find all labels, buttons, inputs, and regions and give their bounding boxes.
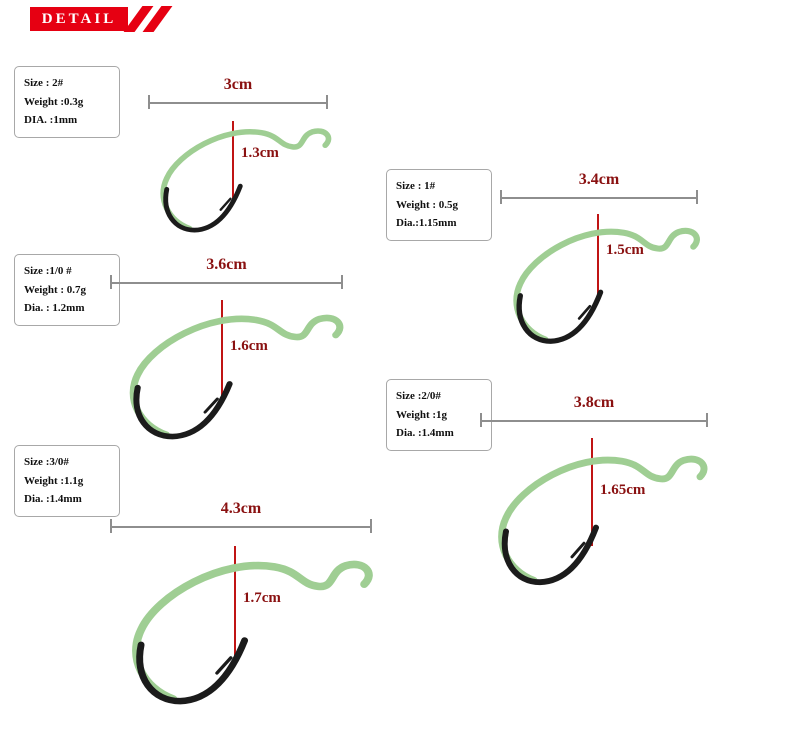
height-dimension-label: 1.3cm xyxy=(241,145,279,161)
hook-illustration xyxy=(498,455,708,586)
width-dimension: 3cm xyxy=(148,76,328,109)
height-dimension-label: 1.6cm xyxy=(230,338,268,354)
spec-size: Size :1/0 # xyxy=(24,265,72,277)
spec-size: Size :2/0# xyxy=(396,390,441,402)
width-dimension: 3.8cm xyxy=(480,394,708,427)
spec-weight: Weight : 0.7g xyxy=(24,283,87,296)
spec-diameter: Dia.:1.15mm xyxy=(396,217,457,230)
detail-header-badge: DETAIL xyxy=(30,7,128,31)
spec-diameter: DIA. :1mm xyxy=(24,114,78,127)
width-dimension-label: 3.8cm xyxy=(573,394,615,411)
hook-illustration xyxy=(129,314,344,440)
width-dimension-label: 3cm xyxy=(223,76,253,93)
height-dimension: 1.7cm xyxy=(234,546,281,656)
spec-box-size-1: Size : 1# Weight : 0.5g Dia.:1.15mm xyxy=(386,169,492,242)
height-dimension: 1.5cm xyxy=(597,214,644,298)
width-dimension-label: 3.4cm xyxy=(578,171,620,188)
width-dimension-label: 3.6cm xyxy=(206,256,247,273)
spec-box-size-1-0: Size :1/0 # Weight : 0.7g Dia. : 1.2mm xyxy=(14,254,120,327)
height-dimension-label: 1.65cm xyxy=(600,482,646,498)
height-dimension: 1.3cm xyxy=(232,121,279,201)
spec-size: Size : 2# xyxy=(24,77,64,89)
width-dimension-label: 4.3cm xyxy=(220,500,262,517)
height-dimension: 1.65cm xyxy=(591,438,645,546)
width-dimension: 3.4cm xyxy=(500,171,698,204)
hook-illustration xyxy=(160,128,332,233)
spec-box-size-2-0: Size :2/0# Weight :1g Dia. :1.4mm xyxy=(386,379,492,452)
spec-weight: Weight :1g xyxy=(396,408,448,421)
spec-weight: Weight :1.1g xyxy=(24,474,84,487)
spec-weight: Weight :0.3g xyxy=(24,95,84,108)
spec-diameter: Dia. :1.4mm xyxy=(396,427,454,440)
hook-illustration xyxy=(513,227,700,344)
spec-diameter: Dia. :1.4mm xyxy=(24,493,82,506)
width-dimension: 4.3cm xyxy=(110,500,372,533)
detail-header-label: DETAIL xyxy=(41,10,117,27)
spec-diameter: Dia. : 1.2mm xyxy=(24,302,85,315)
height-dimension: 1.6cm xyxy=(221,300,268,396)
height-dimension-label: 1.5cm xyxy=(606,242,644,258)
spec-size: Size :3/0# xyxy=(24,456,69,468)
height-dimension-label: 1.7cm xyxy=(243,590,281,606)
spec-weight: Weight : 0.5g xyxy=(396,198,459,211)
hook-illustration xyxy=(132,560,373,705)
width-dimension: 3.6cm xyxy=(110,256,343,289)
spec-box-size-3-0: Size :3/0# Weight :1.1g Dia. :1.4mm xyxy=(14,445,120,518)
spec-size: Size : 1# xyxy=(396,180,436,192)
spec-box-size-2: Size : 2# Weight :0.3g DIA. :1mm xyxy=(14,66,120,139)
